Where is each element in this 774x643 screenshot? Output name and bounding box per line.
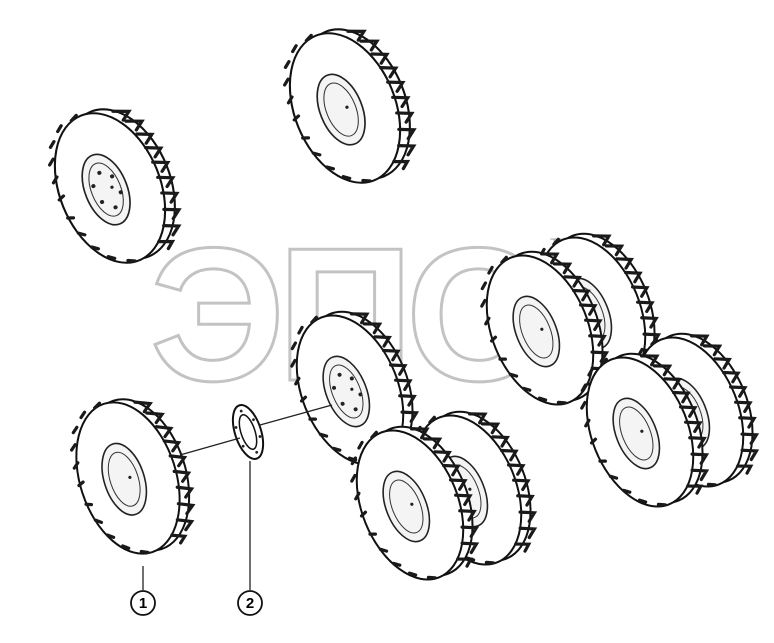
callout-2-label: 2 <box>246 595 254 612</box>
callout-1-label: 1 <box>139 595 147 612</box>
spacer-ring-icon <box>231 404 265 460</box>
callout-2: 2 <box>237 590 263 616</box>
tire-icon <box>265 8 435 202</box>
leader-lines <box>142 461 251 590</box>
callout-1: 1 <box>130 590 156 616</box>
assembly-line <box>179 404 333 456</box>
